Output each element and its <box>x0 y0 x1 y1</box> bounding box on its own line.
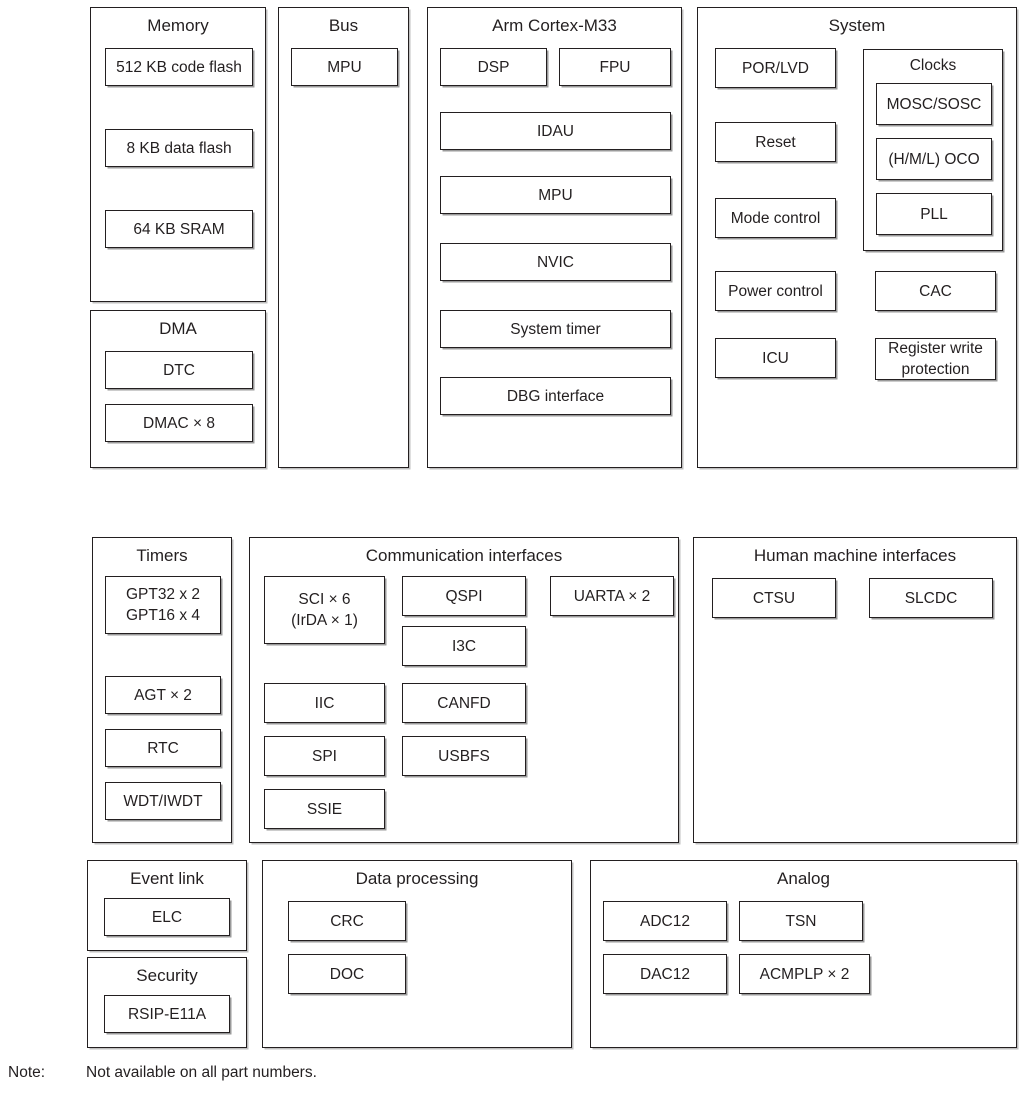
block-code-flash: 512 KB code flash <box>105 48 253 86</box>
group-panel-event-link: Event link ELC <box>87 860 247 951</box>
block-idau: IDAU <box>440 112 671 150</box>
block-label-line1: Register write <box>888 340 983 357</box>
block-wdt-iwdt: WDT/IWDT <box>105 782 221 820</box>
footnote-label: Note: <box>8 1064 46 1081</box>
footnote: Note: Not available on all part numbers. <box>8 1063 317 1083</box>
block-hml-oco: (H/M/L) OCO <box>876 138 992 180</box>
group-title-memory: Memory <box>147 16 209 35</box>
group-panel-system: System POR/LVD Reset Mode control Power … <box>697 7 1017 468</box>
group-title-bus: Bus <box>328 16 359 35</box>
block-acmplp: ACMPLP × 2 <box>739 954 870 994</box>
block-adc12: ADC12 <box>603 901 727 941</box>
block-register-write-protection: Register write protection <box>875 338 996 380</box>
group-title-timers: Timers <box>136 546 188 565</box>
block-dac12: DAC12 <box>603 954 727 994</box>
block-dtc: DTC <box>105 351 253 389</box>
group-title-dma: DMA <box>159 319 197 338</box>
group-panel-communication: Communication interfaces SCI × 6 (IrDA ×… <box>249 537 679 843</box>
group-title-security: Security <box>136 966 198 985</box>
block-canfd: CANFD <box>402 683 526 723</box>
block-spi: SPI <box>264 736 385 776</box>
footnote-text: Not available on all part numbers. <box>86 1064 317 1081</box>
subgroup-clocks: Clocks MOSC/SOSC (H/M/L) OCO PLL <box>863 49 1003 251</box>
block-sci: SCI × 6 (IrDA × 1) <box>264 576 385 644</box>
group-panel-dma: DMA DTC DMAC × 8 <box>90 310 266 468</box>
block-dbg-interface: DBG interface <box>440 377 671 415</box>
block-ctsu: CTSU <box>712 578 836 618</box>
group-panel-bus: Bus MPU <box>278 7 409 468</box>
block-uarta: UARTA × 2 <box>550 576 674 616</box>
block-system-timer: System timer <box>440 310 671 348</box>
block-label-line1: GPT32 x 2 <box>125 586 201 603</box>
block-sram: 64 KB SRAM <box>105 210 253 248</box>
block-pll: PLL <box>876 193 992 235</box>
group-title-data-processing: Data processing <box>355 869 479 888</box>
block-elc: ELC <box>104 898 230 936</box>
group-panel-hmi: Human machine interfaces CTSU SLCDC <box>693 537 1017 843</box>
block-data-flash: 8 KB data flash <box>105 129 253 167</box>
block-i3c: I3C <box>402 626 526 666</box>
block-agt: AGT × 2 <box>105 676 221 714</box>
group-panel-memory: Memory 512 KB code flash 8 KB data flash… <box>90 7 266 302</box>
block-icu: ICU <box>715 338 836 378</box>
block-label-line2: (IrDA × 1) <box>291 612 358 629</box>
block-label-line2: GPT16 x 4 <box>125 607 201 624</box>
group-title-event-link: Event link <box>130 869 204 888</box>
block-tsn: TSN <box>739 901 863 941</box>
block-fpu: FPU <box>559 48 671 86</box>
subgroup-title-clocks: Clocks <box>909 57 957 74</box>
block-ssie: SSIE <box>264 789 385 829</box>
block-gpt: GPT32 x 2 GPT16 x 4 <box>105 576 221 634</box>
block-iic: IIC <box>264 683 385 723</box>
group-panel-cpu: Arm Cortex-M33 DSP FPU IDAU MPU NVIC Sys… <box>427 7 682 468</box>
block-bus-mpu: MPU <box>291 48 398 86</box>
block-dmac: DMAC × 8 <box>105 404 253 442</box>
block-dsp: DSP <box>440 48 547 86</box>
block-cac: CAC <box>875 271 996 311</box>
block-label-line1: SCI × 6 <box>298 591 351 608</box>
block-rtc: RTC <box>105 729 221 767</box>
block-reset: Reset <box>715 122 836 162</box>
block-mode-control: Mode control <box>715 198 836 238</box>
block-usbfs: USBFS <box>402 736 526 776</box>
block-slcdc: SLCDC <box>869 578 993 618</box>
block-doc: DOC <box>288 954 406 994</box>
block-label-line2: protection <box>901 361 970 378</box>
block-rsip-e11a: RSIP-E11A <box>104 995 230 1033</box>
group-title-cpu: Arm Cortex-M33 <box>492 16 617 35</box>
group-title-analog: Analog <box>777 869 830 888</box>
group-title-hmi: Human machine interfaces <box>753 546 957 565</box>
block-nvic: NVIC <box>440 243 671 281</box>
group-panel-timers: Timers GPT32 x 2 GPT16 x 4 AGT × 2 RTC W… <box>92 537 232 843</box>
block-crc: CRC <box>288 901 406 941</box>
group-panel-analog: Analog ADC12 TSN DAC12 ACMPLP × 2 <box>590 860 1017 1048</box>
group-panel-security: Security RSIP-E11A <box>87 957 247 1048</box>
group-title-system: System <box>828 16 886 35</box>
block-cpu-mpu: MPU <box>440 176 671 214</box>
block-por-lvd: POR/LVD <box>715 48 836 88</box>
block-qspi: QSPI <box>402 576 526 616</box>
group-title-communication: Communication interfaces <box>365 546 563 565</box>
block-mosc-sosc: MOSC/SOSC <box>876 83 992 125</box>
group-panel-data-processing: Data processing CRC DOC <box>262 860 572 1048</box>
block-power-control: Power control <box>715 271 836 311</box>
